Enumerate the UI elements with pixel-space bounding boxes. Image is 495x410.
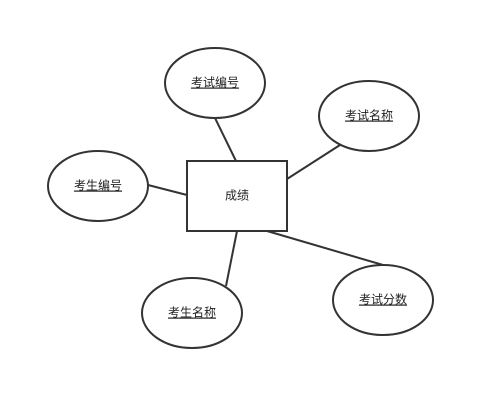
attribute-exam-name[interactable]: 考试名称: [318, 80, 420, 152]
edge-exam-score: [266, 230, 384, 266]
entity-score[interactable]: 成绩: [186, 160, 288, 232]
attribute-student-id[interactable]: 考生编号: [47, 150, 149, 222]
attribute-exam-id[interactable]: 考试编号: [164, 47, 266, 119]
attribute-ellipse: [47, 150, 149, 222]
entity-box: [186, 160, 288, 232]
attribute-label: 考试名称: [345, 108, 393, 123]
attribute-ellipse: [141, 277, 243, 349]
attribute-ellipse: [332, 264, 434, 336]
attribute-label: 考试编号: [191, 75, 239, 90]
entity-label: 成绩: [225, 189, 249, 203]
edge-exam-id: [214, 117, 237, 162]
attribute-label: 考试分数: [359, 292, 407, 307]
attribute-ellipse: [164, 47, 266, 119]
edge-exam-name: [286, 144, 341, 180]
edge-student-name: [225, 230, 238, 287]
attribute-exam-score[interactable]: 考试分数: [332, 264, 434, 336]
attribute-ellipse: [318, 80, 420, 152]
attribute-label: 考生编号: [74, 178, 122, 193]
attribute-label: 考生名称: [168, 305, 216, 320]
attribute-student-name[interactable]: 考生名称: [141, 277, 243, 349]
edges: [147, 117, 384, 287]
edge-student-id: [147, 184, 188, 196]
